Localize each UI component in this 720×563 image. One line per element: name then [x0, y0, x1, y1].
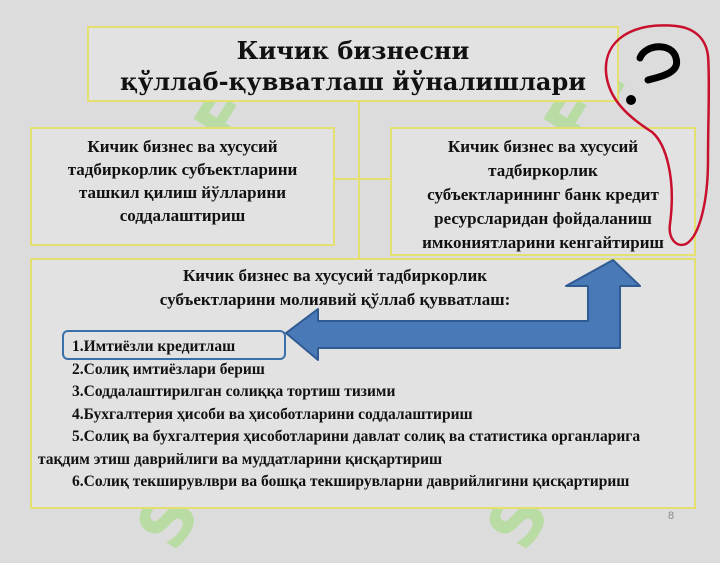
- financial-support-heading: Кичик бизнес ва хусусий тадбиркорлик суб…: [60, 264, 610, 312]
- left-box-line: Кичик бизнес ва хусусий: [87, 137, 278, 156]
- support-measures-list: 1.Имтиёзли кредитлаш 2.Солиқ имтиёзлари …: [38, 336, 678, 494]
- connector-left: [335, 178, 358, 180]
- right-box-line: тадбиркорлик: [488, 161, 598, 180]
- list-item: 6.Солиқ текширувлври ва бошқа текширувла…: [72, 473, 630, 490]
- financial-support-box: [30, 258, 696, 509]
- list-item: 1.Имтиёзли кредитлаш: [72, 338, 236, 355]
- title-line-1: Кичик бизнесни: [236, 36, 470, 65]
- u-turn-arrow-icon: [285, 259, 641, 361]
- direction-box-simplify-organization: Кичик бизнес ва хусусий тадбиркорлик суб…: [30, 127, 335, 246]
- title-line-2: қўллаб-қувватлаш йўналишлари: [119, 67, 587, 96]
- left-box-line: ташкил қилиш йўлларини: [78, 183, 287, 202]
- direction-box-bank-credit: Кичик бизнес ва хусусий тадбиркорлик суб…: [390, 127, 696, 256]
- right-box-line: имкониятларини кенгайтириш: [422, 233, 664, 252]
- heading-line: Кичик бизнес ва хусусий тадбиркорлик: [182, 266, 488, 285]
- connector-right: [360, 178, 390, 180]
- overlay-graphics: [285, 24, 711, 361]
- page-title: Кичик бизнесни қўллаб-қувватлаш йўналишл…: [87, 26, 619, 102]
- left-box-line: соддалаштириш: [119, 206, 246, 225]
- right-box-line: субъектларининг банк кредит: [427, 185, 659, 204]
- list-item: 4.Бухгалтерия ҳисоби ва ҳисоботларини со…: [72, 405, 473, 423]
- list-item: 3.Соддалаштирилган солиққа тортиш тизими: [72, 383, 396, 400]
- highlight-frame: [62, 330, 286, 360]
- list-item: 2.Солиқ имтиёзлари бериш: [72, 360, 265, 378]
- heading-line: субъектларини молиявий қўллаб қувватлаш:: [159, 290, 511, 309]
- page-number: 8: [668, 510, 675, 522]
- question-mark-icon: [626, 43, 681, 105]
- right-box-line: ресурсларидан фойдаланиш: [434, 209, 652, 228]
- right-box-line: Кичик бизнес ва хусусий: [447, 137, 639, 156]
- question-bubble-icon: [604, 24, 711, 247]
- list-item: 5.Солиқ ва бухгалтерия ҳисоботларини дав…: [38, 428, 641, 468]
- connector-vertical: [358, 102, 360, 258]
- left-box-line: тадбиркорлик субъектларини: [67, 160, 298, 179]
